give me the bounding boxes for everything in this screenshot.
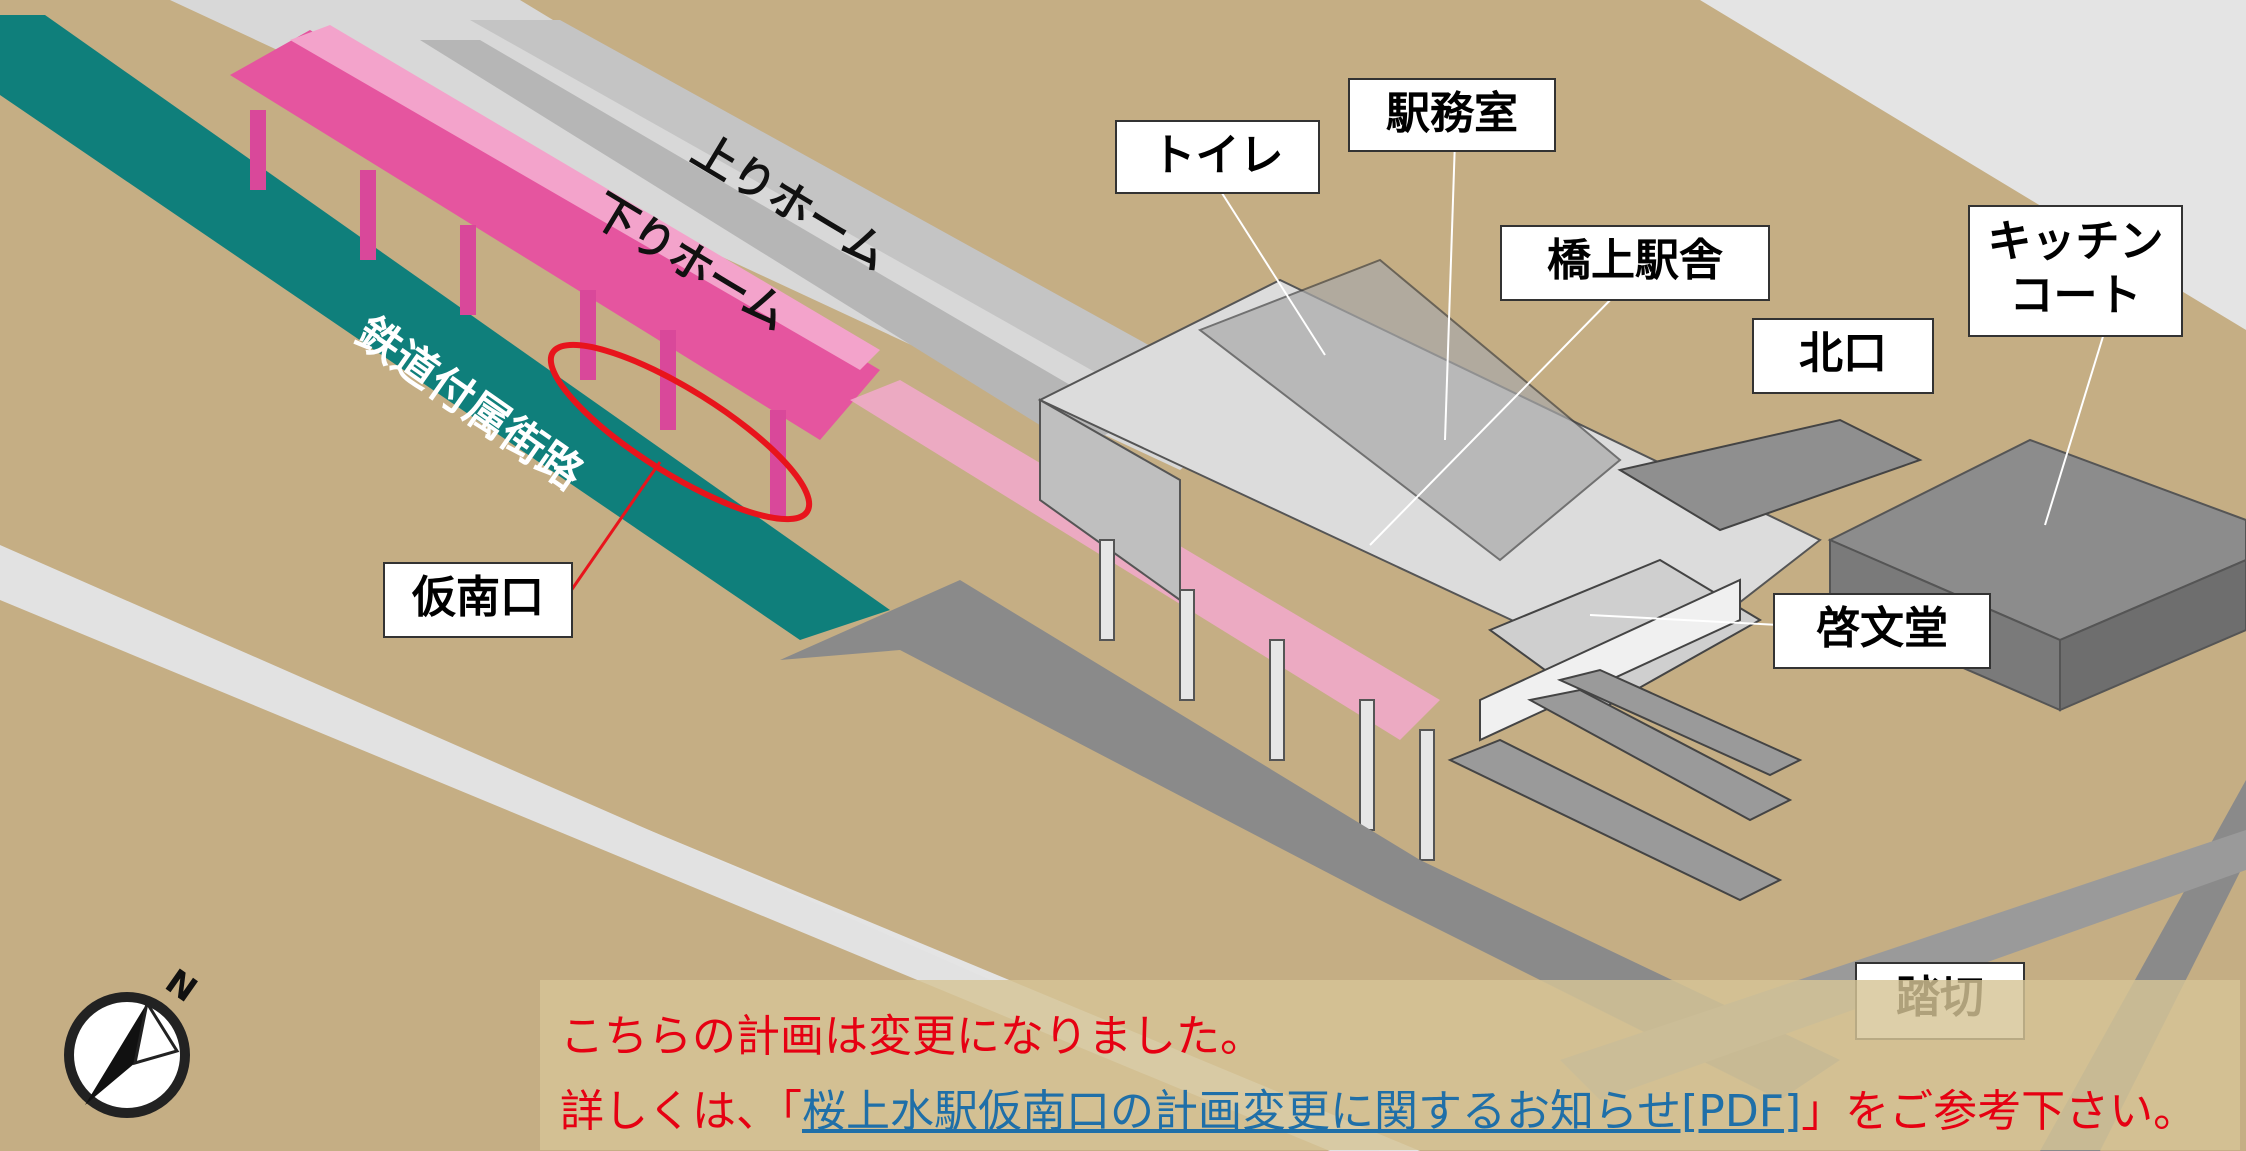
bridge-station-label: 橋上駅舎 [1500, 225, 1770, 301]
railway-street-strip [0, 15, 890, 640]
north-exit-stairs [1617, 418, 1923, 532]
platform-canopies [1447, 668, 1803, 902]
toilet-label: トイレ [1115, 120, 1320, 194]
up-platform-slab [470, 20, 1230, 420]
pink-deck [230, 30, 880, 440]
kitchen-court-side [2059, 558, 2246, 712]
down-platform-slab [420, 40, 1130, 450]
notice-line-2-suffix: 」をご参考下さい。 [1801, 1086, 2198, 1137]
leader-lines [1219, 139, 2106, 626]
south-road [780, 580, 1840, 1100]
station-office-label: 駅務室 [1348, 78, 1556, 152]
compass-north-label: N [158, 962, 204, 1011]
compass-needle-light [133, 999, 180, 1066]
compass-needle [85, 1003, 147, 1105]
support-columns [1099, 539, 1435, 861]
temporary-south-exit-pointer [566, 461, 662, 596]
kitchen-court-label-line2: コート [2009, 270, 2142, 321]
temporary-south-exit-label: 仮南口 [383, 562, 573, 638]
north-exit-label: 北口 [1752, 318, 1934, 394]
pink-columns [250, 110, 786, 520]
notice-line-2: 詳しくは、「桜上水駅仮南口の計画変更に関するお知らせ[PDF]」をご参考下さい。 [560, 1075, 2197, 1139]
kitchen-court-label: キッチン コート [1968, 205, 2183, 337]
plan-change-notice: こちらの計画は変更になりました。 詳しくは、「桜上水駅仮南口の計画変更に関するお… [540, 980, 2240, 1150]
kitchen-court-label-line1: キッチン [1987, 216, 2164, 267]
pink-deck-top [290, 25, 880, 370]
office-block [1197, 258, 1622, 562]
plan-change-pdf-link[interactable]: 桜上水駅仮南口の計画変更に関するお知らせ[PDF] [802, 1086, 1802, 1137]
compass-north-arrow-icon: N [64, 962, 204, 1118]
notice-line-2-prefix: 詳しくは、「 [560, 1086, 802, 1137]
notice-line-1: こちらの計画は変更になりました。 [560, 1011, 1264, 1062]
keibundo-label: 啓文堂 [1773, 593, 1991, 669]
